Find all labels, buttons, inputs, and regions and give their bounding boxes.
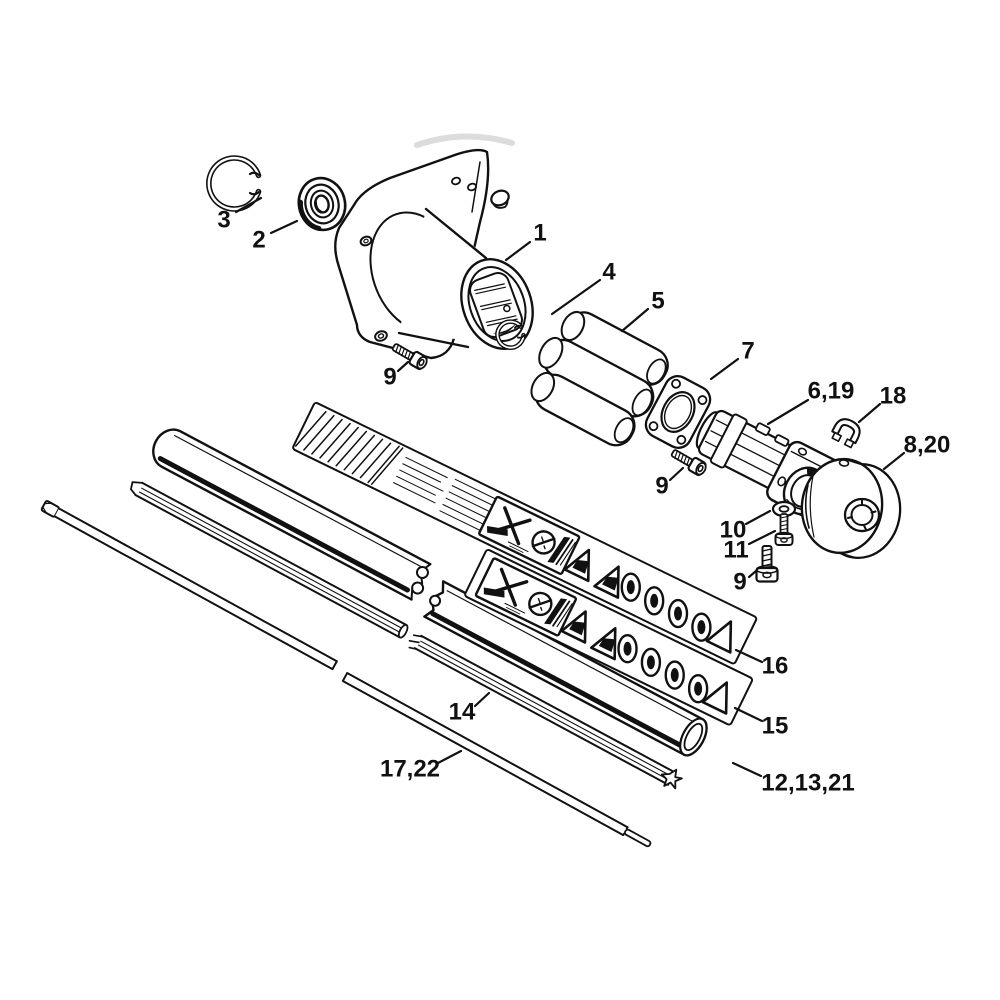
leader-line [234, 196, 263, 214]
part-number-label: 1 [533, 220, 546, 247]
callout-drive-tube-housing: 1 [504, 220, 547, 262]
part-number-label: 18 [880, 383, 907, 410]
callout-warning-label: 15 [733, 706, 789, 740]
leader-line [550, 278, 602, 316]
part-number-label: 9 [733, 569, 746, 596]
snap-ring-large [206, 155, 262, 212]
leader-line [733, 706, 764, 723]
part-number-label: 5 [651, 288, 664, 315]
leader-line [620, 307, 650, 333]
leader-line [734, 648, 764, 664]
drive-shaft-lower-segment [341, 672, 652, 848]
leader-line [747, 569, 758, 579]
part-number-label: 6,19 [808, 378, 855, 405]
part-number-label: 4 [602, 259, 616, 286]
liner-tube-upper-segment [130, 481, 409, 639]
retaining-clip [831, 418, 861, 449]
drive-tube-upper-segment [152, 428, 432, 601]
leader-line [744, 509, 772, 526]
rubber-buffer-block [530, 310, 669, 447]
liner-tube-lower-segment [408, 634, 683, 790]
part-number-label: 9 [655, 473, 668, 500]
part-number-label: 17,22 [380, 756, 440, 783]
leader-line [731, 761, 763, 778]
callout-washer: 10 [720, 509, 772, 544]
callout-cap-disc: 8,20 [882, 432, 951, 471]
callout-cover-plate: 7 [709, 338, 755, 381]
ball-bearing [297, 176, 347, 232]
ghost-outline [414, 133, 515, 148]
leader-line [747, 529, 777, 546]
callout-screw-clamp: 9 [733, 569, 758, 596]
part-number-label: 7 [741, 338, 754, 365]
part-number-label: 9 [383, 364, 396, 391]
callout-ball-bearing: 2 [252, 219, 299, 254]
leader-line [882, 451, 906, 471]
callout-snap-ring-small: 4 [550, 259, 616, 316]
part-number-label: 10 [720, 517, 747, 544]
callout-drive-shaft: 17,22 [380, 749, 463, 783]
part-number-label: 11 [723, 537, 748, 564]
leader-line [504, 240, 532, 262]
callout-retaining-clip: 18 [857, 383, 907, 424]
leader-line [709, 357, 740, 381]
drive-tube-lower-segment [423, 580, 708, 757]
part-number-label: 15 [762, 713, 789, 740]
callout-drive-tube: 12,13,21 [731, 761, 855, 797]
leader-line [473, 691, 491, 708]
screw-clamp [755, 545, 779, 583]
leader-line [269, 219, 299, 235]
part-number-label: 2 [252, 227, 265, 254]
screw-short [774, 513, 794, 546]
snap-ring-small [495, 319, 526, 350]
cover-plate-gasket [644, 375, 712, 449]
part-number-label: 3 [217, 207, 230, 234]
callout-coupling-clamp: 6,19 [766, 378, 855, 426]
cap-disc [800, 457, 902, 560]
part-number-label: 16 [762, 653, 789, 680]
callout-snap-ring-large: 3 [217, 196, 263, 234]
warning-label-strip [464, 549, 754, 726]
plug-button [490, 189, 510, 209]
part-number-label: 14 [449, 699, 476, 726]
drive-shaft-upper-segment [40, 500, 338, 671]
leader-line [857, 402, 882, 424]
callout-information-label: 16 [734, 648, 789, 680]
callout-screw-plate: 9 [655, 466, 685, 500]
leader-line [436, 749, 463, 765]
leader-line [668, 466, 685, 482]
callout-screw-flange: 9 [383, 360, 410, 391]
callout-screw-short: 11 [723, 529, 777, 564]
part-number-label: 8,20 [904, 432, 951, 459]
information-label-strip [292, 402, 758, 665]
leader-line [396, 360, 410, 373]
callout-liner-tube: 14 [449, 691, 491, 726]
leader-line [766, 398, 810, 426]
part-number-label: 12,13,21 [761, 770, 854, 797]
callout-rubber-buffer: 5 [620, 288, 665, 333]
